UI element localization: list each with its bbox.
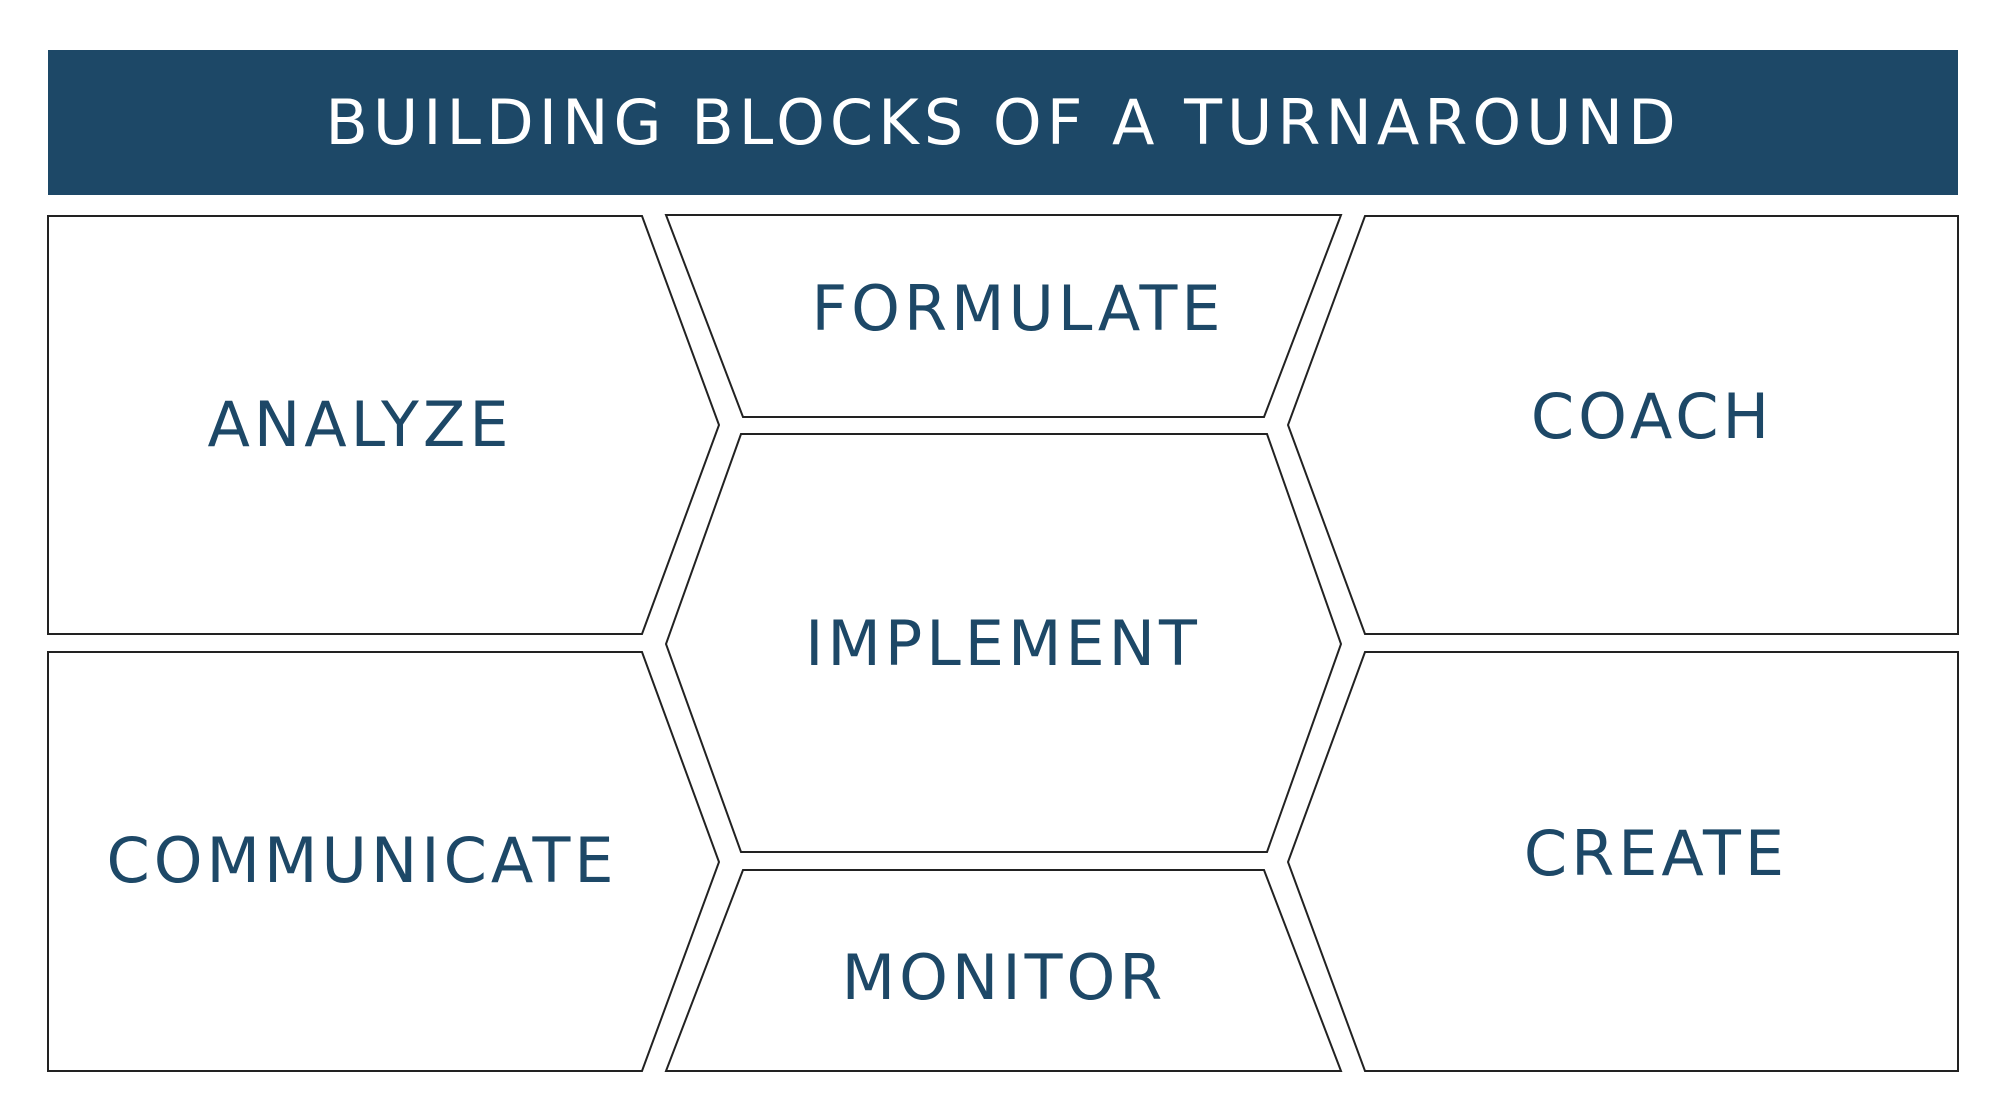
block-communicate-label: COMMUNICATE xyxy=(106,824,617,897)
block-implement-label: IMPLEMENT xyxy=(805,607,1201,680)
block-communicate: COMMUNICATE xyxy=(47,651,721,1072)
block-implement-shape xyxy=(664,433,1343,853)
block-coach: COACH xyxy=(1286,215,1959,635)
block-monitor-shape xyxy=(664,869,1343,1072)
diagram-title: BUILDING BLOCKS OF A TURNAROUND xyxy=(325,86,1681,159)
block-implement: IMPLEMENT xyxy=(664,433,1343,853)
block-create-shape xyxy=(1286,651,1959,1072)
block-monitor-label: MONITOR xyxy=(842,941,1167,1014)
block-formulate-shape xyxy=(664,214,1343,418)
block-create: CREATE xyxy=(1286,651,1959,1072)
block-analyze-label: ANALYZE xyxy=(207,388,512,461)
block-analyze: ANALYZE xyxy=(47,215,721,635)
title-banner: BUILDING BLOCKS OF A TURNAROUND xyxy=(48,50,1958,195)
block-formulate: FORMULATE xyxy=(664,214,1343,418)
block-coach-label: COACH xyxy=(1531,380,1773,453)
block-formulate-label: FORMULATE xyxy=(811,272,1224,345)
block-coach-shape xyxy=(1286,215,1959,635)
block-monitor: MONITOR xyxy=(664,869,1343,1072)
block-create-label: CREATE xyxy=(1524,817,1788,890)
block-analyze-shape xyxy=(47,215,721,635)
block-communicate-shape xyxy=(47,651,721,1072)
